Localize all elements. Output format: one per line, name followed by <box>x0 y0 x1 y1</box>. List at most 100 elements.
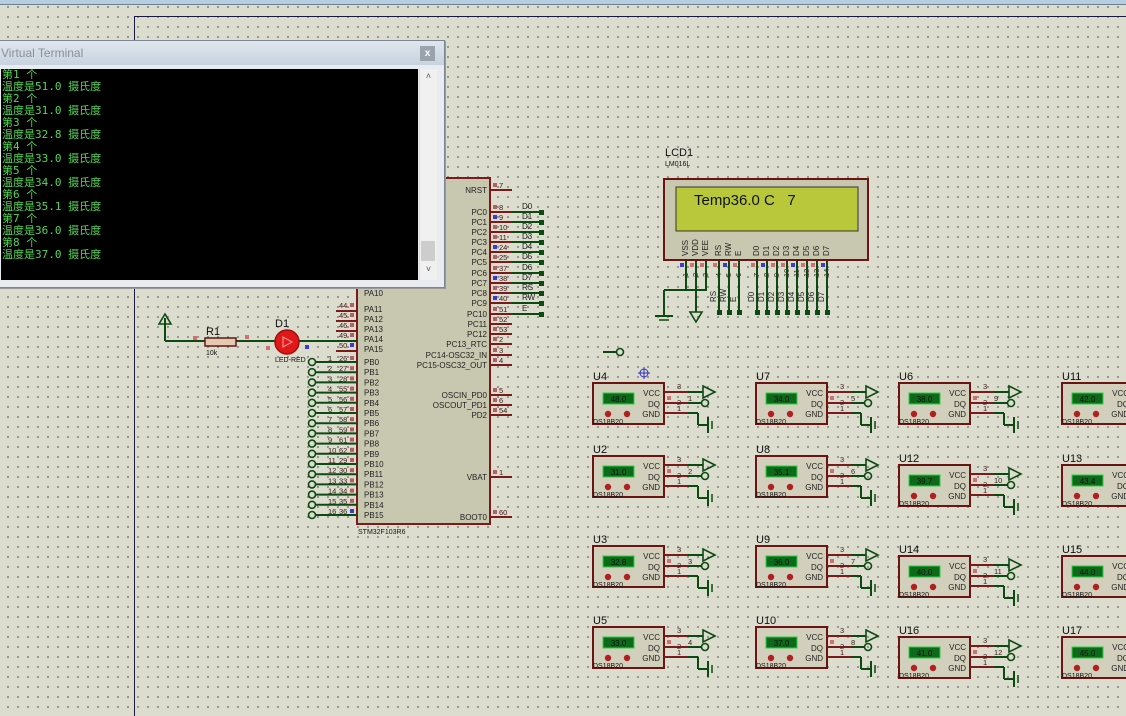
scroll-down-icon[interactable]: ˅ <box>425 264 432 274</box>
temp-down-button[interactable] <box>604 573 612 581</box>
temp-down-button[interactable] <box>1073 664 1081 672</box>
power-terminal-icon[interactable] <box>865 547 880 563</box>
net-terminal-icon[interactable] <box>307 367 317 377</box>
close-button[interactable]: x <box>420 46 435 61</box>
temp-down-button[interactable] <box>1073 410 1081 418</box>
net-terminal-icon[interactable] <box>615 347 625 357</box>
net-terminal-icon[interactable] <box>307 408 317 418</box>
net-terminal-icon[interactable] <box>1006 480 1016 490</box>
temp-down-button[interactable] <box>604 410 612 418</box>
temp-down-button[interactable] <box>1073 583 1081 591</box>
temp-up-button[interactable] <box>786 654 794 662</box>
power-terminal-icon[interactable] <box>1008 466 1023 482</box>
net-terminal-icon[interactable] <box>863 471 873 481</box>
net-terminal-icon[interactable] <box>307 439 317 448</box>
temp-up-button[interactable] <box>1092 492 1100 500</box>
pin-number: 3 <box>840 382 844 391</box>
net-terminal-icon[interactable] <box>307 490 317 499</box>
sensor-ref: U5 <box>593 615 607 627</box>
temp-up-button[interactable] <box>1092 583 1100 591</box>
power-terminal-icon[interactable] <box>1008 557 1023 573</box>
pin-marker <box>700 263 704 267</box>
sensor-temp: 32.8 <box>611 558 627 567</box>
led-d1[interactable] <box>274 329 300 355</box>
temp-down-button[interactable] <box>910 664 918 672</box>
net-terminal-icon[interactable] <box>307 357 317 367</box>
net-terminal-icon[interactable] <box>1006 571 1016 581</box>
temp-down-button[interactable] <box>767 483 775 491</box>
temp-up-button[interactable] <box>623 654 631 662</box>
mcu-part-label: STM32F103R6 <box>358 529 406 536</box>
temp-up-button[interactable] <box>929 492 937 500</box>
power-terminal-icon[interactable] <box>702 547 717 563</box>
resistor-r1[interactable] <box>204 337 237 347</box>
temp-down-button[interactable] <box>767 410 775 418</box>
terminal-output[interactable]: 第1 个温度是51.0 摄氏度第2 个温度是31.0 摄氏度第3 个温度是32.… <box>1 69 418 280</box>
scroll-up-icon[interactable]: ˄ <box>425 71 432 81</box>
net-terminal-icon[interactable] <box>863 642 873 652</box>
power-terminal-icon[interactable] <box>865 457 880 473</box>
power-terminal-icon[interactable] <box>1008 384 1023 400</box>
power-terminal-icon[interactable] <box>865 384 880 400</box>
sensor-display <box>765 555 798 568</box>
terminal-index: 12 <box>328 466 336 475</box>
net-terminal-icon[interactable] <box>307 500 317 510</box>
terminal-scrollbar[interactable]: ˄ ˅ <box>419 69 437 280</box>
temp-up-button[interactable] <box>929 410 937 418</box>
temp-down-button[interactable] <box>767 573 775 581</box>
virtual-terminal-window[interactable]: Virtual Terminal x 第1 个温度是51.0 摄氏度第2 个温度… <box>0 40 445 288</box>
temp-up-button[interactable] <box>786 410 794 418</box>
temp-down-button[interactable] <box>767 654 775 662</box>
temp-up-button[interactable] <box>623 410 631 418</box>
net-terminal-icon[interactable] <box>700 561 710 571</box>
power-terminal-icon[interactable] <box>1008 638 1023 654</box>
net-terminal-icon[interactable] <box>307 418 317 428</box>
pin-marker <box>350 509 354 513</box>
temp-down-button[interactable] <box>604 654 612 662</box>
temp-up-button[interactable] <box>623 483 631 491</box>
pin-number: 34 <box>339 487 347 496</box>
net-terminal-icon[interactable] <box>307 449 317 459</box>
power-terminal-icon[interactable] <box>702 384 717 400</box>
power-terminal-icon[interactable] <box>865 628 880 644</box>
pin-name-dq: DQ <box>648 644 660 653</box>
temp-up-button[interactable] <box>786 573 794 581</box>
temp-down-button[interactable] <box>910 410 918 418</box>
pin-number: 52 <box>499 315 507 324</box>
power-terminal-icon[interactable] <box>702 457 717 473</box>
net-terminal-icon[interactable] <box>307 378 317 387</box>
temp-down-button[interactable] <box>910 492 918 500</box>
net-terminal-icon[interactable] <box>307 398 317 408</box>
temp-up-button[interactable] <box>1092 410 1100 418</box>
net-terminal-icon[interactable] <box>307 469 317 479</box>
temp-up-button[interactable] <box>623 573 631 581</box>
pin-name: PB2 <box>364 378 380 387</box>
power-terminal-icon[interactable] <box>157 312 173 325</box>
net-terminal-icon[interactable] <box>307 388 317 397</box>
net-terminal-icon[interactable] <box>700 642 710 652</box>
net-terminal-icon[interactable] <box>1006 652 1016 662</box>
sensor-part: DS18B20 <box>1062 592 1092 599</box>
virtual-terminal-titlebar[interactable]: Virtual Terminal x <box>0 41 444 65</box>
net-terminal-icon[interactable] <box>307 510 317 520</box>
temp-up-button[interactable] <box>1092 664 1100 672</box>
net-terminal-icon[interactable] <box>307 480 317 489</box>
temp-down-button[interactable] <box>1073 492 1081 500</box>
pin-marker <box>350 333 354 337</box>
power-terminal-icon[interactable] <box>702 628 717 644</box>
net-terminal-icon[interactable] <box>700 398 710 408</box>
temp-down-button[interactable] <box>910 583 918 591</box>
net-terminal-icon[interactable] <box>307 429 317 438</box>
net-terminal-icon[interactable] <box>863 398 873 408</box>
temp-up-button[interactable] <box>786 483 794 491</box>
temp-up-button[interactable] <box>929 583 937 591</box>
net-terminal-icon[interactable] <box>863 561 873 571</box>
temp-down-button[interactable] <box>604 483 612 491</box>
net-terminal-icon[interactable] <box>700 471 710 481</box>
scrollbar-thumb[interactable] <box>421 241 435 261</box>
net-terminal-icon[interactable] <box>1006 398 1016 408</box>
net-terminal-icon[interactable] <box>307 459 317 469</box>
vee-terminal-icon[interactable] <box>688 311 704 324</box>
temp-up-button[interactable] <box>929 664 937 672</box>
